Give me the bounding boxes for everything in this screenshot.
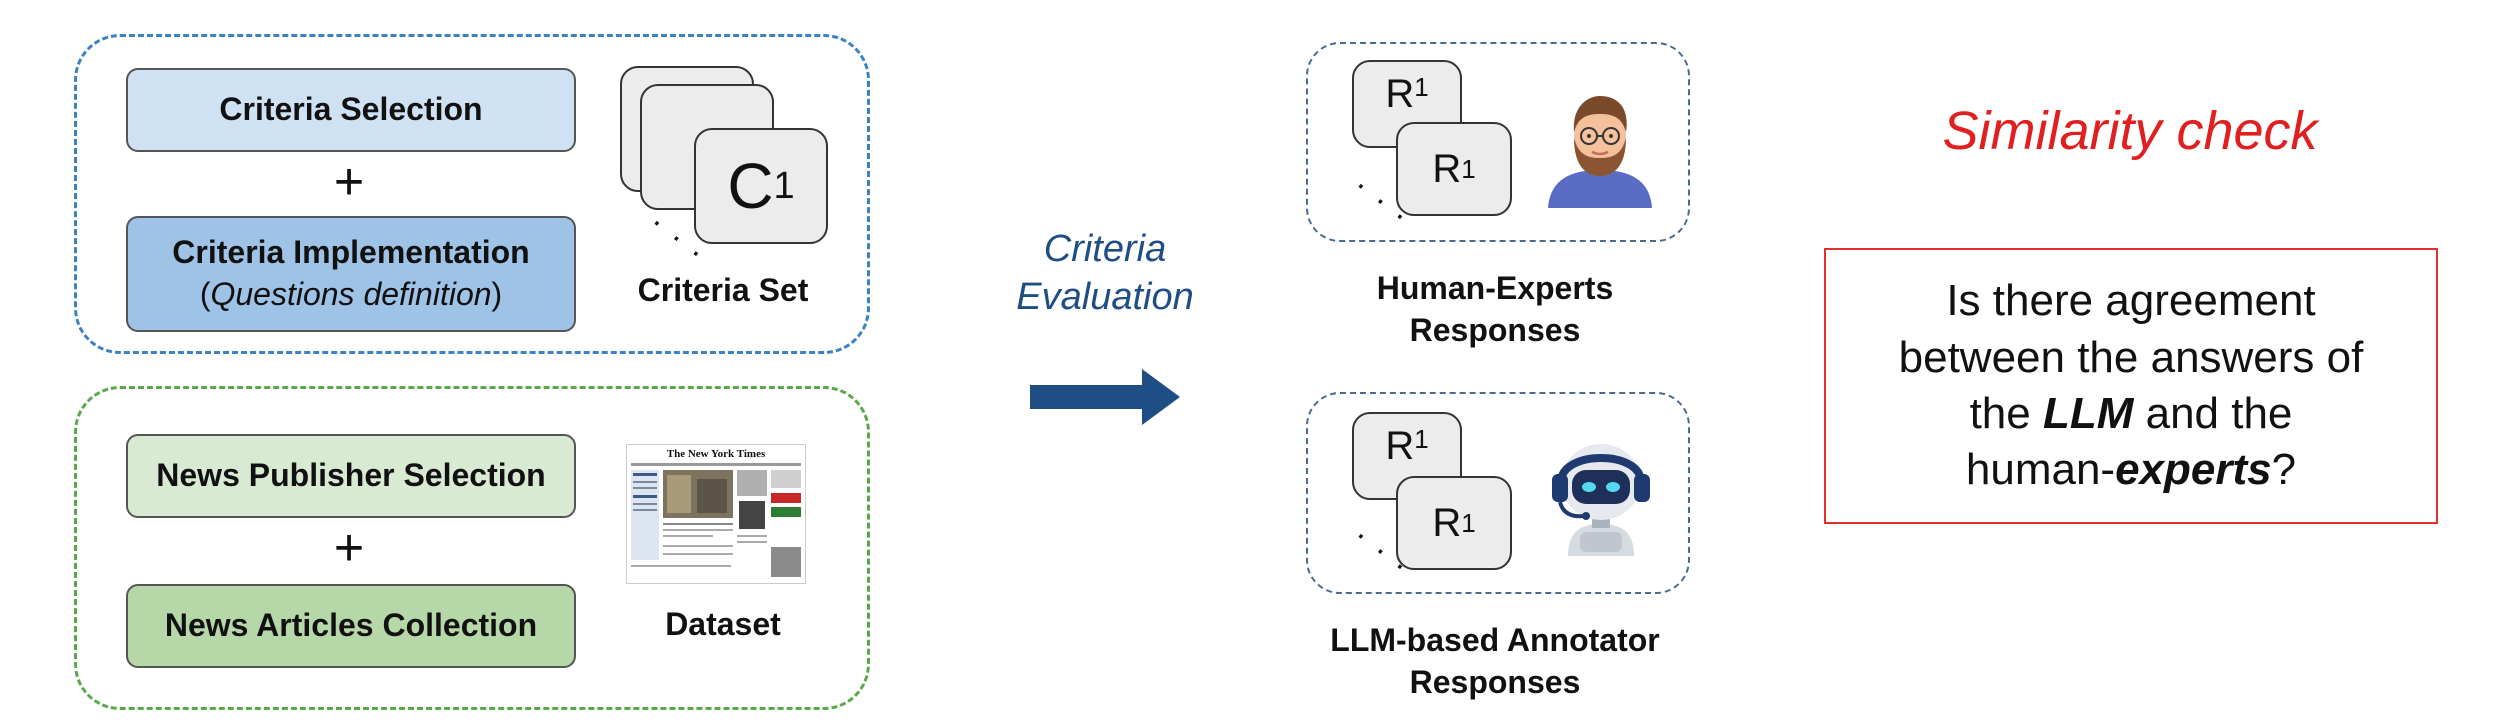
human-expert-avatar-icon bbox=[1548, 96, 1652, 208]
news-collection-box: News Articles Collection bbox=[126, 584, 576, 668]
news-group bbox=[74, 386, 870, 710]
criteria-implementation-label: Criteria Implementation bbox=[172, 234, 530, 271]
llm-emphasis: LLM bbox=[2042, 389, 2134, 438]
llm-card-letter: R bbox=[1432, 500, 1462, 545]
news-plus: + bbox=[333, 519, 365, 577]
criteria-plus: + bbox=[333, 153, 365, 211]
news-publisher-label: News Publisher Selection bbox=[156, 457, 546, 494]
human-responses-label: Human-Experts Responses bbox=[1376, 270, 1614, 348]
llm-responses-group bbox=[1306, 392, 1690, 594]
llm-card-sub: 1 bbox=[1461, 507, 1476, 538]
human-responses-group bbox=[1306, 42, 1690, 242]
criteria-evaluation-line1: Criteria bbox=[1043, 228, 1167, 270]
criteria-implementation-sub: (Questions definition) bbox=[199, 276, 503, 312]
news-collection-label: News Articles Collection bbox=[164, 607, 538, 644]
dataset-label: Dataset bbox=[665, 606, 781, 642]
criteria-card-letter: C bbox=[727, 150, 774, 222]
agreement-question-box: Is there agreement between the answers o… bbox=[1824, 248, 2438, 524]
criteria-set-label: Criteria Set bbox=[637, 272, 809, 308]
human-card-letter: R bbox=[1432, 146, 1462, 191]
newspaper-thumbnail: The New York Times bbox=[626, 444, 806, 584]
similarity-check-title: Similarity check bbox=[1942, 101, 2318, 161]
criteria-implementation-box: Criteria Implementation (Questions defin… bbox=[126, 216, 576, 332]
criteria-evaluation-line2: Evaluation bbox=[1016, 275, 1194, 318]
human-card-sub: 1 bbox=[1461, 153, 1476, 184]
right-arrow-icon bbox=[1030, 369, 1180, 425]
llm-responses-label: LLM-based Annotator Responses bbox=[1330, 622, 1660, 700]
agreement-question-text: Is there agreement between the answers o… bbox=[1898, 276, 2364, 495]
newspaper-masthead: The New York Times bbox=[666, 448, 766, 460]
criteria-selection-box: Criteria Selection bbox=[126, 68, 576, 152]
news-publisher-box: News Publisher Selection bbox=[126, 434, 576, 518]
criteria-group bbox=[74, 34, 870, 354]
experts-emphasis: experts bbox=[2115, 445, 2272, 495]
criteria-evaluation-label: Criteria Evaluation bbox=[980, 226, 1230, 321]
newspaper-layout-icon bbox=[631, 463, 801, 577]
criteria-selection-label: Criteria Selection bbox=[219, 91, 483, 128]
criteria-card-sub: 1 bbox=[773, 164, 795, 207]
robot-annotator-icon bbox=[1552, 444, 1650, 556]
